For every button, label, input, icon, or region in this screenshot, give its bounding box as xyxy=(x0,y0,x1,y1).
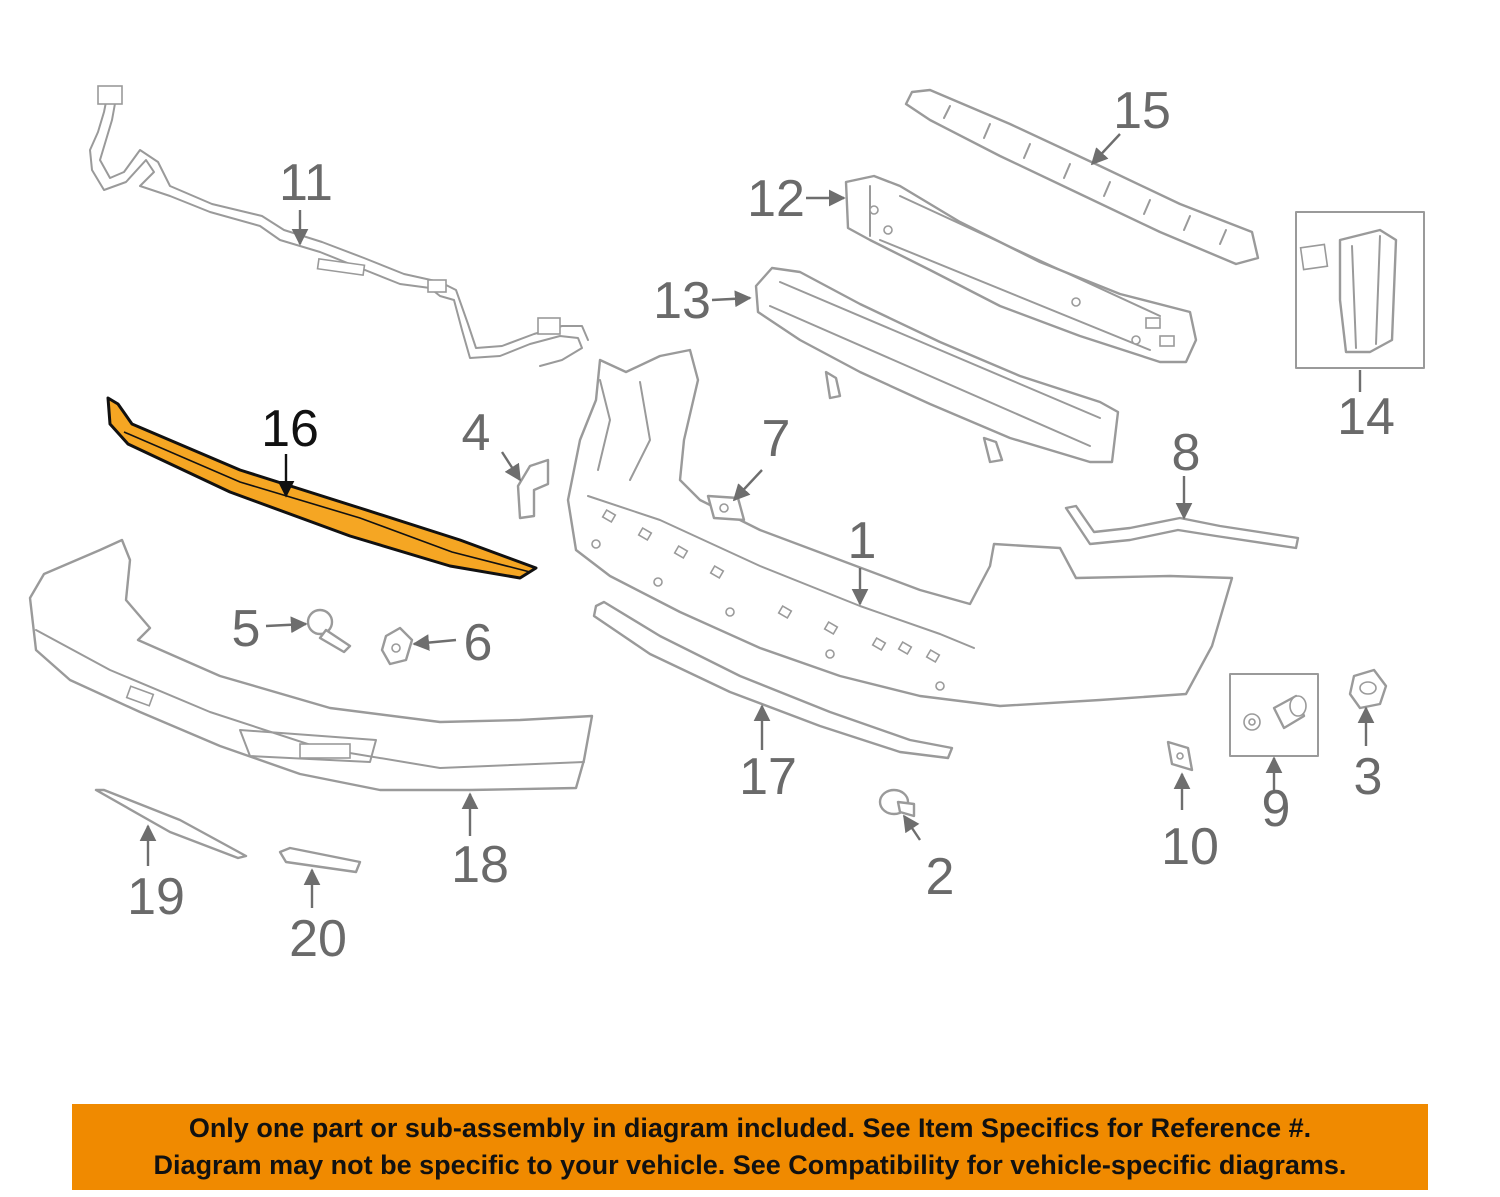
parts-diagram: 1 2 3 4 5 6 7 8 9 10 11 12 13 14 15 16 1… xyxy=(28,82,1425,968)
callout-6: 6 xyxy=(464,614,493,672)
part-12-impact-bar xyxy=(844,174,1198,364)
callout-14: 14 xyxy=(1337,388,1395,446)
disclaimer-line-1: Only one part or sub-assembly in diagram… xyxy=(188,1113,1312,1143)
callout-11: 11 xyxy=(279,154,333,212)
disclaimer-line-2: Diagram may not be specific to your vehi… xyxy=(153,1150,1347,1180)
callout-15: 15 xyxy=(1113,82,1171,140)
callout-19: 19 xyxy=(127,868,185,926)
part-5-bolt xyxy=(306,608,352,654)
callout-12: 12 xyxy=(747,170,805,228)
callout-13: 13 xyxy=(653,272,711,330)
part-17-lower-molding xyxy=(592,600,954,760)
part-6-nut xyxy=(380,626,414,666)
part-3-nut xyxy=(1348,668,1388,710)
callout-labels: 1 2 3 4 5 6 7 8 9 10 11 12 13 14 15 16 1… xyxy=(127,82,1395,968)
disclaimer-banner: Only one part or sub-assembly in diagram… xyxy=(72,1104,1428,1190)
part-18-lower-fascia xyxy=(28,538,594,792)
callout-18: 18 xyxy=(451,836,509,894)
callout-4: 4 xyxy=(462,404,491,462)
part-13-lower-reinforcement xyxy=(754,266,1120,464)
part-16-step-pad-highlighted xyxy=(106,396,538,580)
part-20-trim-piece xyxy=(278,846,362,874)
callout-17: 17 xyxy=(739,748,797,806)
callout-9: 9 xyxy=(1262,780,1291,838)
callout-20: 20 xyxy=(289,910,347,968)
part-2-push-pin xyxy=(878,788,916,818)
part-1-bumper-cover xyxy=(566,348,1234,708)
part-14-bracket-box xyxy=(1295,211,1425,369)
callout-8: 8 xyxy=(1172,424,1201,482)
leader-lines xyxy=(139,133,1375,908)
part-7-retainer xyxy=(706,494,746,522)
bumper-cover-slots xyxy=(591,508,945,691)
part-11-wiring-harness xyxy=(89,85,589,367)
part-15-energy-absorber xyxy=(904,88,1260,266)
callout-1: 1 xyxy=(848,512,877,570)
callout-10: 10 xyxy=(1161,818,1219,876)
part-19-trim-strip xyxy=(94,788,248,860)
callout-16-highlighted: 16 xyxy=(261,400,319,458)
callout-7: 7 xyxy=(762,410,791,468)
part-9-sensor-box xyxy=(1229,673,1319,757)
callout-5: 5 xyxy=(232,600,261,658)
part-10-clip xyxy=(1166,740,1194,772)
part-8-side-bracket xyxy=(1064,504,1300,550)
callout-2: 2 xyxy=(926,848,955,906)
part-4-clip xyxy=(516,458,550,520)
callout-3: 3 xyxy=(1354,748,1383,806)
